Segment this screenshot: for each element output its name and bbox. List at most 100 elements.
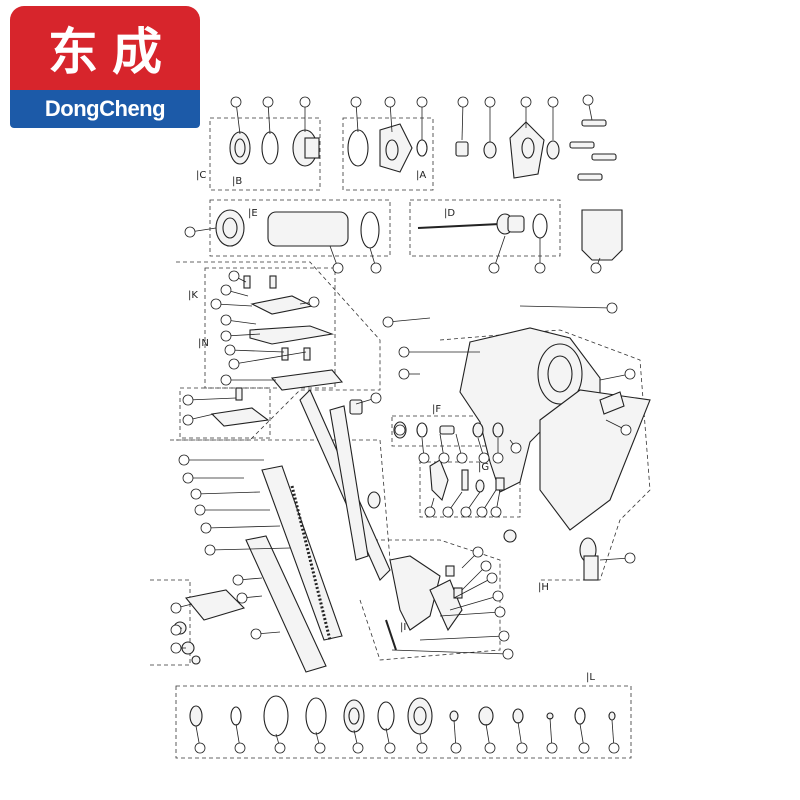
leader-line [493,235,506,269]
leader-line [449,595,499,611]
callout-circle [182,394,194,406]
callout-circle [184,226,196,238]
callout-circle [220,330,232,342]
callout-circle [488,262,500,274]
callout-circle [314,742,326,754]
group-label-d: |D [444,208,455,219]
callout-circle [442,506,454,518]
callout-circle [418,452,430,464]
group-label-i: |I [400,622,406,633]
callout-circle [486,572,498,584]
leader-line [439,611,501,617]
group-label-h: |H [538,582,549,593]
group-box-i [359,539,501,661]
group-box-g [419,461,521,518]
callout-circle [220,284,232,296]
callout-circle [492,590,504,602]
callout-circle [606,302,618,314]
callout-circle [394,424,406,436]
leader-line [419,635,505,641]
leader-line [461,565,487,591]
callout-circle [520,96,532,108]
callout-circle [170,642,182,654]
callout-circle [510,442,522,454]
callout-circle [498,630,510,642]
callout-markers [170,94,636,754]
callout-circle [578,742,590,754]
group-box-f [391,415,523,447]
callout-circle [194,742,206,754]
callout-circle [547,96,559,108]
group-label-g: |G [478,462,489,473]
dongcheng-logo: 东成 DongCheng [10,6,200,128]
callout-circle [534,262,546,274]
leader-line [187,397,237,401]
leader-line [453,577,493,599]
callout-circle [438,452,450,464]
callout-circle [182,472,194,484]
group-label-n: |N [198,338,209,349]
callout-circle [416,742,428,754]
callout-circle [228,270,240,282]
group-box-k [176,261,381,441]
callout-circle [308,296,320,308]
callout-circle [608,742,620,754]
group-box-sub [179,387,271,439]
leader-line [195,491,261,495]
leader-line [215,303,253,307]
callout-circle [350,96,362,108]
callout-circle [516,742,528,754]
callout-circle [624,368,636,380]
group-box-a [342,117,434,191]
group-label-l: |L [586,672,595,683]
callout-circle [352,742,364,754]
callout-circle [456,452,468,464]
callout-circle [332,262,344,274]
callout-circle [457,96,469,108]
callout-circle [232,574,244,586]
callout-circle [460,506,472,518]
callout-circle [274,742,286,754]
group-box-l [175,685,632,759]
group-letters: |C |B |A |E |D |K |N |F |G |H |I |L [188,170,595,683]
group-box-d [409,199,561,257]
callout-circle [478,452,490,464]
leader-line [225,333,261,337]
callout-circle [170,602,182,614]
callout-circle [502,648,514,660]
callout-circle [178,454,190,466]
group-box-n [204,267,336,389]
group-label-f: |F [432,404,441,415]
leader-line [387,317,431,323]
callout-circle [480,560,492,572]
group-box-e [209,199,391,257]
callout-circle [384,742,396,754]
callout-circle [370,262,382,274]
callout-circle [484,742,496,754]
leader-line [519,305,613,309]
leader-line [391,649,509,655]
parts [173,119,651,737]
leader-line [233,351,307,365]
group-label-b: |B [232,176,242,187]
callout-circle [224,344,236,356]
leader-line [229,349,285,353]
callout-circle [546,742,558,754]
callout-circle [370,392,382,404]
callout-circle [424,506,436,518]
callout-circle [230,96,242,108]
leader-line [209,547,291,551]
callout-circle [620,424,632,436]
logo-chinese-text: 东成 [48,22,176,81]
group-label-c: |C [196,170,206,181]
callout-circle [190,488,202,500]
callout-circle [210,298,222,310]
callout-circle [382,316,394,328]
group-label-k: |K [188,290,198,301]
group-box-h [439,329,651,581]
callout-circle [182,414,194,426]
callout-circle [484,96,496,108]
callout-circle [236,592,248,604]
callout-circle [494,606,506,618]
